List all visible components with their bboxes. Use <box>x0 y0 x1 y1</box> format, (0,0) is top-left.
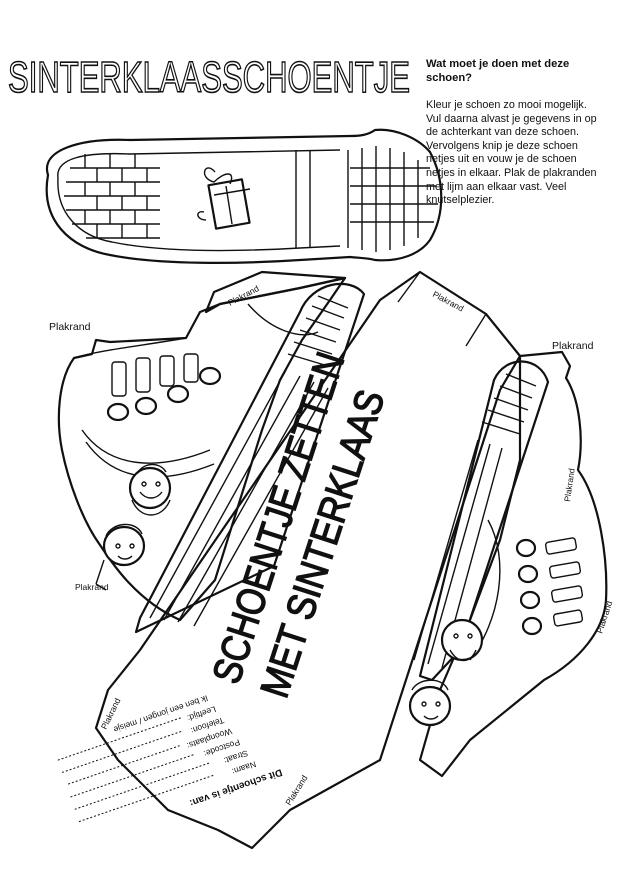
lace-eyelet-icon <box>515 538 537 558</box>
right-tongue-strip <box>413 360 550 682</box>
lace-eyelet-icon <box>166 384 190 404</box>
right-side-panel <box>408 350 608 778</box>
sinterklaas-face-icon <box>128 463 172 516</box>
left-heel-tab <box>204 270 347 336</box>
plakrand-label: Plakrand <box>49 321 91 333</box>
left-tongue-strip <box>134 282 366 634</box>
page-title: SINTERKLAASSCHOENTJE <box>7 52 411 100</box>
laces-right <box>515 537 584 636</box>
instructions-heading: Wat moet je doen met deze schoen? <box>426 58 570 84</box>
owner-form: Dit schoentje is van: Naam: Straat: Post… <box>57 693 283 823</box>
lace-eyelet-icon <box>198 366 222 386</box>
lace-eyelet-icon <box>521 616 543 636</box>
lace-eyelet-icon <box>134 396 158 416</box>
lace-eyelet-icon <box>517 564 539 584</box>
plakrand-label: Plakrand <box>552 340 594 352</box>
instructions-body: Kleur je schoen zo mooi mogelijk. Vul da… <box>426 99 597 207</box>
plakrand-label: Plakrand <box>75 582 109 592</box>
plakrand-label: Plakrand <box>226 283 261 308</box>
lace-eyelet-icon <box>106 402 130 422</box>
plakrand-label: Plakrand <box>594 599 614 634</box>
piet-face-icon <box>95 523 146 591</box>
lace-eyelet-icon <box>519 590 541 610</box>
shoe-sole <box>45 128 443 264</box>
page-title-text: SINTERKLAASSCHOENTJE <box>8 53 410 100</box>
laces-left <box>106 353 222 422</box>
plakrand-label: Plakrand <box>431 289 466 314</box>
left-side-panel <box>57 276 347 622</box>
piet-face-icon <box>408 679 452 727</box>
plakrand-label: Plakrand <box>562 467 577 502</box>
gift-icon <box>197 167 251 230</box>
sinterklaas-face-icon <box>440 618 484 662</box>
